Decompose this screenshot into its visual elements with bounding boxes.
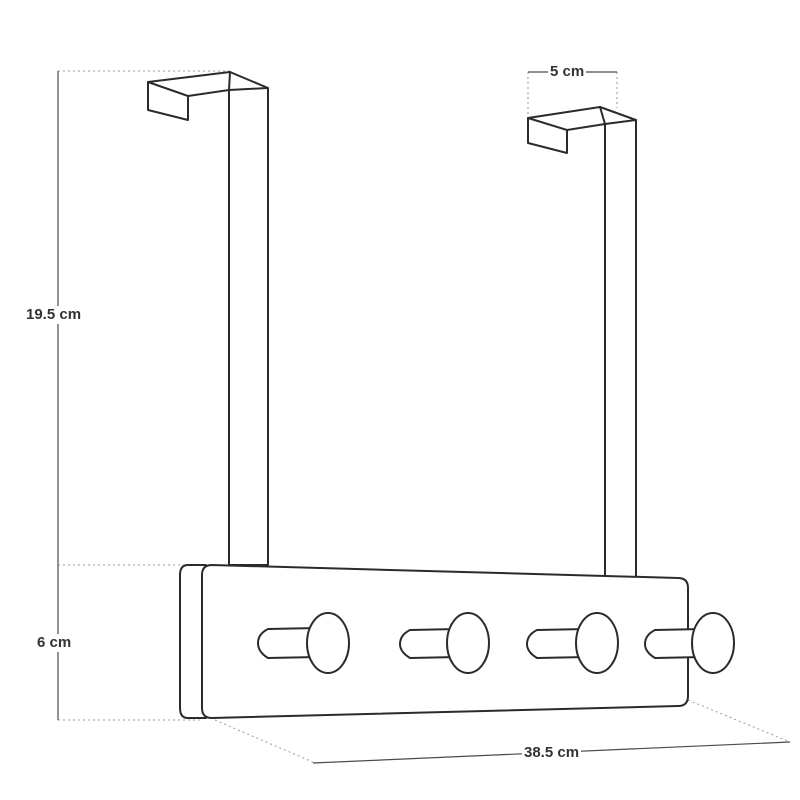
- hooks-group: [257, 612, 735, 674]
- rack-back-plate: [179, 564, 207, 719]
- right-hanger: [527, 106, 637, 579]
- dimension-guides: [58, 70, 791, 764]
- top-width-label: 5 cm: [548, 63, 587, 81]
- left-hanger: [147, 71, 269, 566]
- hook-3: [526, 612, 619, 674]
- rack-length-label: 38.5 cm: [522, 744, 582, 762]
- hook-4: [644, 612, 735, 674]
- hanger-height-label: 19.5 cm: [24, 306, 84, 324]
- rack-height-label: 6 cm: [35, 634, 74, 652]
- hook-1: [257, 612, 350, 674]
- hook-2: [399, 612, 490, 674]
